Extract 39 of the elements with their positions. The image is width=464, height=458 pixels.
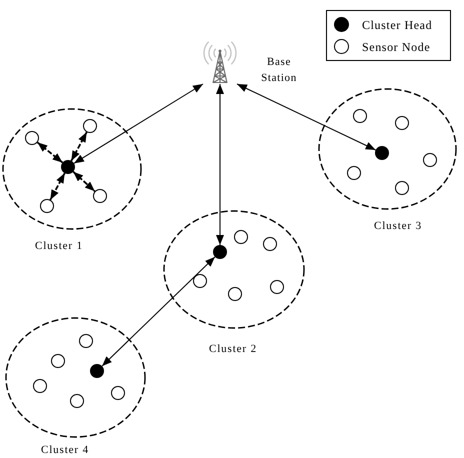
sensor-node bbox=[193, 274, 207, 288]
dashed-double-headed-arrow bbox=[72, 171, 96, 192]
sensor-node bbox=[111, 386, 125, 400]
sensor-node bbox=[423, 153, 437, 167]
sensor-node bbox=[234, 230, 248, 244]
dashed-double-headed-arrow bbox=[36, 142, 64, 164]
node-caption: Base Station bbox=[260, 55, 298, 86]
cluster-label: Cluster 1 bbox=[35, 240, 83, 252]
double-headed-arrow bbox=[102, 256, 216, 367]
sensor-node bbox=[40, 199, 54, 213]
sensor-node bbox=[25, 131, 39, 145]
sensor-node bbox=[33, 379, 47, 393]
sensor-node bbox=[395, 181, 409, 195]
sensor-node bbox=[79, 334, 93, 348]
sensor-node bbox=[70, 394, 84, 408]
sensor-node bbox=[347, 166, 361, 180]
sensor-node bbox=[270, 280, 284, 294]
double-headed-arrow bbox=[216, 84, 224, 246]
sensor-node bbox=[93, 189, 107, 203]
dashed-double-headed-arrow bbox=[70, 132, 88, 162]
double-headed-arrow bbox=[236, 84, 376, 150]
sensor-node bbox=[263, 237, 277, 251]
double-headed-arrow bbox=[73, 84, 204, 164]
sensor-node bbox=[395, 116, 409, 130]
radio-tower-icon bbox=[203, 40, 237, 84]
dashed-double-headed-arrow bbox=[50, 172, 66, 200]
cluster-head-node bbox=[375, 146, 389, 160]
legend-label: Cluster Head bbox=[362, 18, 432, 32]
cluster-head-node bbox=[90, 364, 104, 378]
sensor-node bbox=[51, 354, 65, 368]
cluster-label: Cluster 2 bbox=[209, 343, 257, 355]
cluster-label: Cluster 3 bbox=[374, 220, 422, 232]
cluster-head-node bbox=[213, 245, 227, 259]
sensor-node bbox=[83, 119, 97, 133]
sensor-node bbox=[228, 287, 242, 301]
cluster-head-node bbox=[61, 160, 75, 174]
cluster-label: Cluster 4 bbox=[41, 444, 89, 456]
sensor-node bbox=[353, 109, 367, 123]
legend-label: Sensor Node bbox=[362, 40, 430, 54]
